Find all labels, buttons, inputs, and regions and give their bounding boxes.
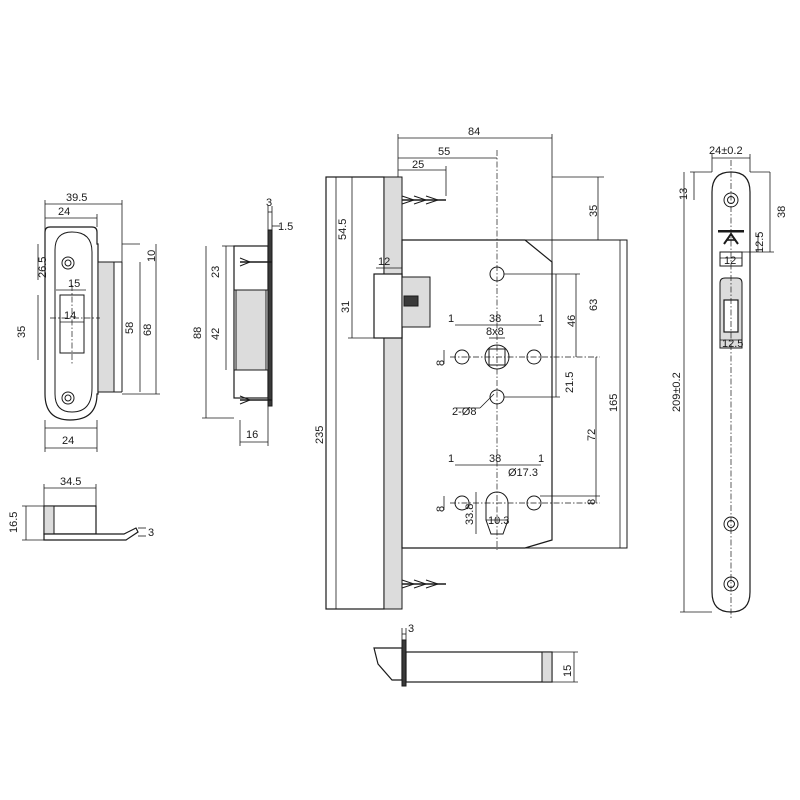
dim-strike-bottom: 24 (62, 435, 74, 447)
dim-strike-slot-width: 15 (68, 278, 80, 290)
dim-box-total: 88 (192, 327, 204, 339)
dim-strike-slot-height: 58 (124, 322, 136, 334)
dim-top-35: 35 (588, 205, 600, 217)
dim-to-handle: 55 (438, 146, 450, 158)
strike-plate-body (54, 231, 93, 413)
dim-faceplate-12-5a: 12.5 (754, 232, 766, 253)
dim-faceplate-latch: 12 (724, 255, 736, 267)
dim-side-1d: 1 (538, 453, 544, 465)
lock-bottom-latch (373, 647, 403, 681)
dim-side-1c: 1 (448, 453, 454, 465)
dim-21-5: 21.5 (564, 372, 576, 393)
dim-faceplate-38: 38 (776, 206, 788, 218)
lock-bottom-view: 3 15 (373, 623, 578, 687)
latch-bolt (373, 273, 403, 339)
dim-box-inner: 42 (210, 328, 222, 340)
dim-total-235: 235 (314, 426, 326, 444)
dim-strike-hole: 14 (64, 310, 76, 322)
dim-hole-8c: 8 (586, 499, 598, 505)
dim-handle-63: 63 (588, 299, 600, 311)
lock-body: 84 55 25 54.5 12 31 235 35 63 46 21.5 16… (314, 126, 628, 610)
strike-screw-hole-top (61, 256, 75, 270)
dim-cyl-103: 10.3 (488, 515, 509, 527)
strike-plate-outline (44, 226, 99, 421)
strike-plate-lip (97, 261, 115, 393)
strike-screw-hole-bottom (61, 391, 75, 405)
dim-box-depth: 16 (246, 429, 258, 441)
dim-bottom-thick: 3 (408, 623, 414, 635)
dim-strike-left: 35 (16, 326, 28, 338)
dim-cyl-338: 33.8 (464, 504, 476, 525)
dim-pin-holes: 2-Ø8 (452, 406, 476, 418)
strike-plate-front: 39.5 24 26.5 10 15 35 14 58 68 24 (16, 192, 160, 452)
dim-strike-top: 26.5 (37, 257, 49, 278)
dim-spacing-38b: 38 (489, 453, 501, 465)
dim-strike-side-width: 34.5 (60, 476, 81, 488)
dim-hole-8b: 8 (435, 506, 447, 512)
strike-plate-slot (59, 294, 85, 354)
strike-box: 3 1.5 23 88 42 16 (192, 197, 293, 446)
strike-plate-side: 34.5 16.5 3 (8, 476, 154, 541)
dim-square: 8x8 (486, 326, 504, 338)
dim-hole-8a: 8 (435, 360, 447, 366)
dim-strike-side-thick: 3 (148, 527, 154, 539)
dim-top-screw: 54.5 (337, 219, 349, 240)
dim-side-1b: 1 (538, 313, 544, 325)
dim-backset-total: 84 (468, 126, 480, 138)
dim-to-screw: 25 (412, 159, 424, 171)
dim-faceplate-total: 209±0.2 (671, 372, 683, 412)
dim-cyl-dia: Ø17.3 (508, 467, 538, 479)
dim-faceplate-bolt: 12.5 (722, 338, 743, 350)
dim-strike-inner-width: 24 (58, 206, 70, 218)
dim-faceplate-width: 24±0.2 (709, 145, 743, 157)
cylinder-cutout (485, 491, 509, 535)
dim-72: 72 (586, 429, 598, 441)
dim-handle-46: 46 (566, 315, 578, 327)
dim-box-top: 3 (266, 197, 272, 209)
lock-front-plate (325, 176, 385, 610)
dim-latch-w: 12 (378, 256, 390, 268)
dim-latch-h: 31 (340, 301, 352, 313)
dim-strike-side-height: 16.5 (8, 512, 20, 533)
dim-total-165: 165 (608, 394, 620, 412)
dim-box-small: 1.5 (278, 221, 293, 233)
dim-strike-right-top: 10 (146, 250, 158, 262)
dim-spacing-38a: 38 (489, 313, 501, 325)
lock-bottom-body (405, 651, 553, 683)
dim-strike-total-width: 39.5 (66, 192, 87, 204)
dim-bottom-height: 15 (562, 665, 574, 677)
lock-faceplate: 24±0.2 13 38 12.5 12 209±0.2 12.5 (671, 145, 788, 620)
dim-side-1a: 1 (448, 313, 454, 325)
dim-box-top-height: 23 (210, 266, 222, 278)
dim-strike-total-height: 68 (142, 324, 154, 336)
